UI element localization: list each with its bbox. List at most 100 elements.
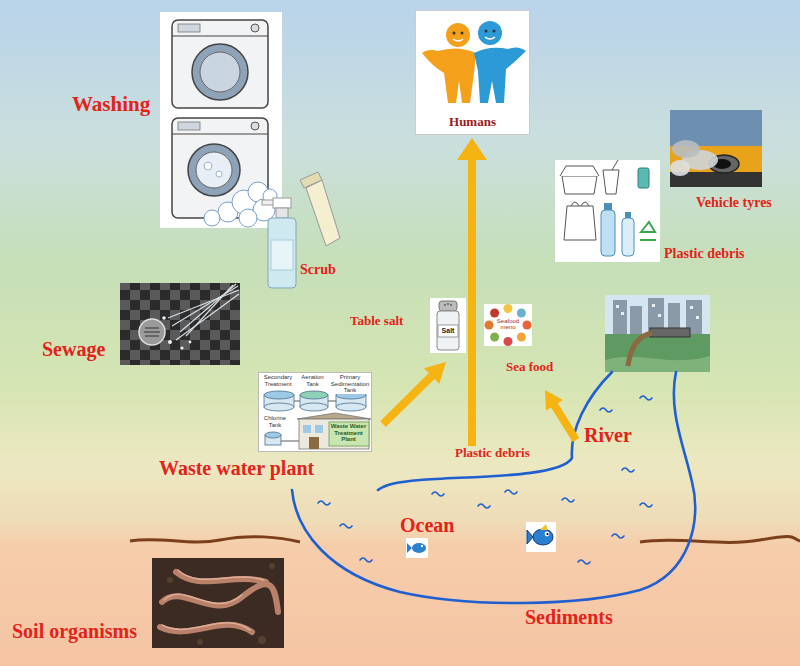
scrub-bottles-picture-part — [300, 172, 322, 188]
sewage-picture-part-part — [180, 346, 183, 349]
soil-worms-picture-part-part — [162, 584, 278, 612]
water-ripples-part — [640, 503, 652, 507]
soil-line-part — [130, 537, 300, 542]
flow-arrow-part — [457, 138, 487, 446]
picture-box: Seafood menuSea food — [484, 304, 532, 346]
salt-shaker-picture-part — [438, 325, 458, 337]
node-heading: Waste water plant — [159, 457, 314, 479]
node-text: Chlorine Tank — [260, 415, 290, 428]
node-heading: Humans — [416, 115, 529, 129]
sewage-picture-part — [168, 284, 239, 340]
plastic-debris-picture-part — [640, 222, 656, 240]
washing-machine-picture-part — [204, 162, 212, 170]
fish-icon — [406, 538, 428, 558]
water-ripples-part — [318, 501, 330, 505]
plastic-debris-picture-part — [555, 160, 660, 262]
plastic-debris-picture-part — [603, 170, 619, 194]
soil-worms-picture-part-part — [164, 594, 242, 603]
salt-shaker-picture-part — [447, 303, 449, 305]
factory-outflow-picture-part-part — [652, 304, 655, 307]
factory-outflow-picture-part — [605, 334, 710, 372]
washing-machine-picture-part — [172, 35, 268, 36]
sewage-picture-part — [144, 328, 160, 336]
treatment-plant-picture-part — [329, 422, 369, 446]
factory-outflow-picture-part — [605, 295, 710, 372]
treatment-plant-picture-part-part — [264, 391, 294, 399]
water-ripples-part — [432, 492, 444, 496]
fish-icon-part — [546, 533, 548, 535]
seafood-wreath-picture-part — [523, 321, 532, 330]
humans-picture-part — [474, 47, 526, 103]
fish-icon — [526, 522, 556, 552]
humans-picture-part — [493, 30, 496, 33]
factory-outflow-picture-part — [616, 304, 699, 319]
water-ripples-part — [340, 524, 352, 528]
soil-line-part — [640, 536, 800, 542]
region-label: Plastic debris — [664, 246, 745, 262]
region-label: Ocean — [400, 514, 454, 537]
humans-picture-part — [422, 48, 476, 103]
soil-worms-picture-part-part — [167, 577, 173, 583]
vehicle-exhaust-picture-part — [672, 140, 700, 158]
soil-worms-picture-part — [160, 572, 278, 632]
water-ripples-part — [600, 408, 612, 412]
node-text: Salt — [439, 327, 457, 335]
plastic-debris-picture-part — [571, 202, 589, 206]
region-label: Washing — [72, 92, 150, 116]
plastic-debris-picture-part — [601, 210, 615, 256]
sewage-picture-part-part — [145, 335, 159, 337]
sewage-picture-part — [120, 283, 240, 365]
treatment-plant-picture-part-part — [328, 400, 336, 401]
fish-icon-part — [545, 532, 550, 537]
salt-shaker-picture-part — [450, 304, 452, 306]
treatment-plant-picture-part-part — [294, 400, 300, 401]
scrub-bottles-picture-part — [306, 180, 340, 246]
humans-picture-part — [485, 37, 495, 39]
sewage-picture-part-part — [189, 341, 192, 344]
factory-outflow-picture-part-part — [696, 316, 699, 319]
node-text: Sea food — [506, 360, 553, 374]
washing-machine-picture-part — [200, 52, 240, 92]
picture-box: Humans — [415, 10, 530, 135]
seafood-wreath-picture-part — [517, 309, 526, 318]
sewage-picture-part-part — [144, 331, 160, 333]
factory-outflow-picture — [605, 295, 710, 372]
washing-machine-picture-part — [216, 171, 222, 177]
salt-shaker-picture-part — [444, 304, 446, 306]
scrub-bottles-picture-part — [262, 200, 274, 205]
washing-machine-picture-part — [196, 152, 232, 188]
node-heading: Seafood menu — [495, 318, 521, 331]
treatment-plant-picture-part-part — [300, 403, 328, 411]
humans-picture-part — [446, 23, 470, 47]
scrub-bottles-picture-part — [271, 240, 293, 270]
water-outline — [292, 372, 695, 603]
washing-machine-picture-part-part — [239, 209, 257, 227]
scrub-bottles-picture-part — [276, 208, 288, 218]
plastic-debris-picture-part — [560, 166, 599, 176]
fish-icon-part — [406, 538, 428, 558]
soil-worms-picture-part-part — [178, 570, 264, 580]
washing-machine-picture-part-part — [204, 210, 220, 226]
fish-icon-part — [407, 543, 412, 553]
factory-outflow-picture-part-part — [690, 306, 693, 309]
washing-machine-picture-part — [251, 122, 259, 130]
fish-icon-part — [412, 543, 426, 553]
scrub-bottles-picture-part — [268, 218, 296, 288]
washing-machine-picture-part — [172, 20, 268, 108]
region-label: Sediments — [525, 606, 613, 629]
seafood-wreath-picture-part — [490, 333, 499, 342]
sewage-picture-part-part — [172, 286, 238, 326]
washing-machine-picture-part — [192, 44, 248, 100]
sewage-picture-part — [162, 316, 191, 349]
salt-shaker-picture — [430, 298, 466, 353]
vehicle-exhaust-picture-part — [670, 160, 690, 176]
salt-shaker-picture-part — [437, 311, 459, 350]
flow-arrow-part — [545, 390, 579, 442]
treatment-plant-picture-part — [315, 425, 323, 433]
sewage-picture-part-part — [168, 340, 172, 344]
soil-worms-picture-part-part — [258, 636, 266, 644]
region-label: Soil organisms — [12, 620, 137, 643]
region-label: Sewage — [42, 338, 105, 361]
washing-machine-picture-part — [178, 24, 200, 32]
